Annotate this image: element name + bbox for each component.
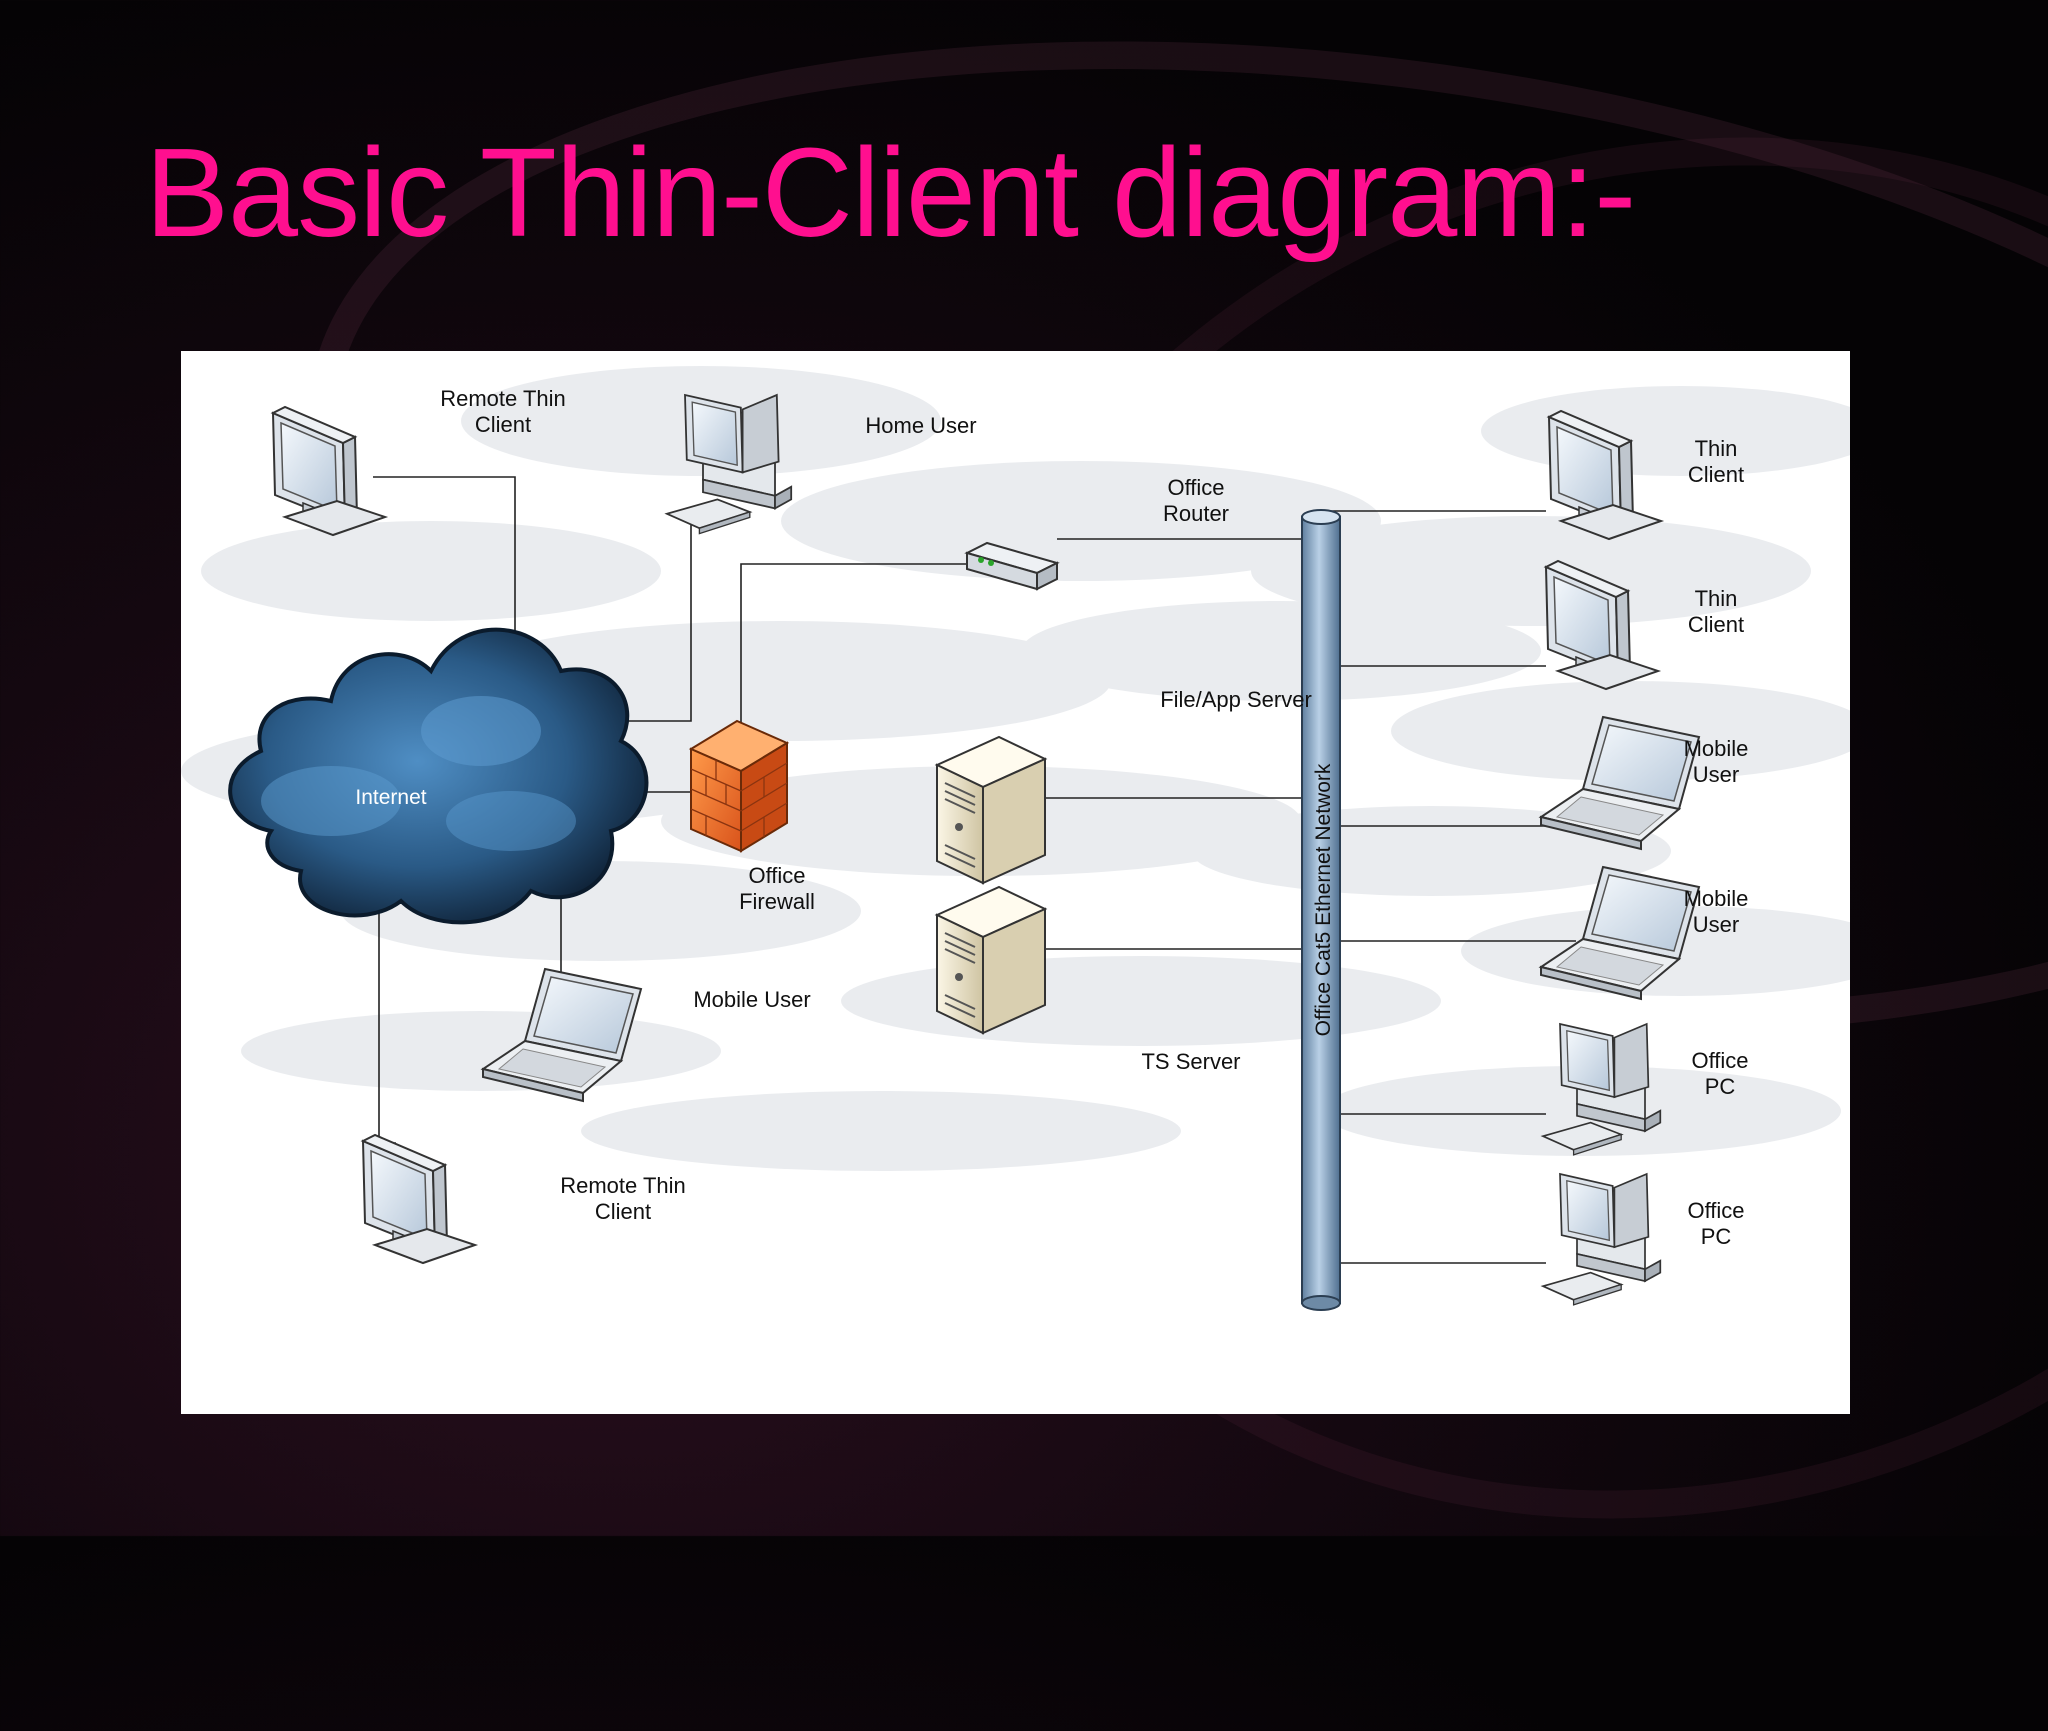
right-device-label-office-pc: Office PC — [1687, 1198, 1745, 1249]
right-device-label-thin-client: Thin Client — [1687, 586, 1745, 637]
ts-server-icon — [936, 886, 1046, 1034]
office-firewall-label: Office Firewall — [739, 863, 815, 914]
ethernet-bus-pipe — [1301, 509, 1341, 1311]
firewall-icon — [688, 719, 790, 853]
internet-cloud-icon — [228, 627, 649, 925]
office-router-label: Office Router — [1162, 475, 1230, 526]
remote-thin-client-label: Remote Thin Client — [560, 1173, 686, 1224]
remote-thin-client-label: Remote Thin Client — [440, 386, 566, 437]
file-app-server-icon — [936, 736, 1046, 884]
slide-title: Basic Thin-Client diagram:- — [145, 122, 1636, 263]
network-diagram: Internet Remote Thin Client Home User Of… — [181, 351, 1850, 1414]
home-user-label: Home User — [865, 413, 977, 438]
ts-server-label: TS Server — [1141, 1049, 1241, 1074]
file-app-server-label: File/App Server — [1160, 687, 1312, 712]
right-device-label-thin-client: Thin Client — [1687, 436, 1745, 487]
internet-label: Internet — [355, 786, 427, 809]
mobile-user-label: Mobile User — [693, 987, 811, 1012]
router-icon — [964, 541, 1060, 591]
diagram-canvas — [181, 366, 1850, 1311]
ethernet-bus-label: Office Cat5 Ethernet Network — [1312, 763, 1335, 1037]
right-device-label-mobile-user: Mobile User — [1683, 736, 1749, 787]
thin-client-monitor-icon — [272, 406, 386, 536]
right-device-label-office-pc: Office PC — [1691, 1048, 1749, 1099]
thin-client-monitor-icon — [362, 1134, 476, 1264]
office-pc-desktop-icon — [1542, 1173, 1662, 1306]
right-device-label-mobile-user: Mobile User — [1683, 886, 1749, 937]
